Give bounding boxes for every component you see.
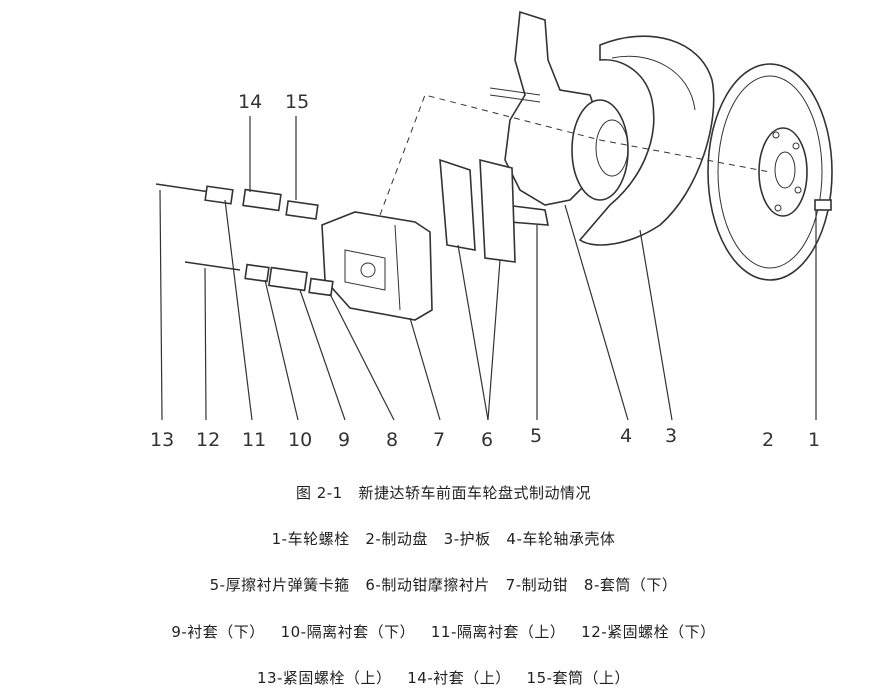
figure-caption: 图 2-1 新捷达轿车前面车轮盘式制动情况: [295, 484, 592, 502]
callout-15: 15: [285, 91, 309, 113]
callout-14: 14: [238, 91, 262, 113]
brake-pads: [439, 158, 516, 421]
wheel-bolt: [814, 199, 832, 420]
callout-8: 8: [386, 429, 398, 451]
callout-1: 1: [808, 429, 820, 451]
upper-fasteners: [155, 116, 319, 421]
exploded-brake-diagram: 13 12 11 10 9 8 7 6 5 4 3 2 1 14 15: [150, 10, 833, 451]
callout-3: 3: [665, 425, 677, 447]
legend-line-2: 5-厚擦衬片弹簧卡箍 6-制动钳摩擦衬片 7-制动钳 8-套筒（下）: [209, 576, 678, 594]
legend-line-4: 13-紧固螺栓（上） 14-衬套（上） 15-套筒（上）: [256, 669, 631, 687]
callout-9: 9: [338, 429, 350, 451]
callout-2: 2: [762, 429, 774, 451]
lower-fasteners: [184, 261, 395, 421]
legend-line-1: 1-车轮螺栓 2-制动盘 3-护板 4-车轮轴承壳体: [271, 530, 616, 548]
callout-6: 6: [481, 429, 493, 451]
brake-caliper: [321, 211, 441, 421]
callout-5: 5: [530, 425, 542, 447]
bearing-housing: [489, 10, 629, 421]
splash-guard: [578, 35, 715, 421]
callout-11: 11: [242, 429, 266, 451]
callout-7: 7: [433, 429, 445, 451]
legend-line-3: 9-衬套（下） 10-隔离衬套（下） 11-隔离衬套（上） 12-紧固螺栓（下）: [171, 623, 716, 641]
brake-disc: [707, 63, 833, 281]
callout-12: 12: [196, 429, 220, 451]
pad-spring-clip: [503, 204, 549, 420]
callout-10: 10: [288, 429, 312, 451]
callout-4: 4: [620, 425, 632, 447]
callout-13: 13: [150, 429, 174, 451]
